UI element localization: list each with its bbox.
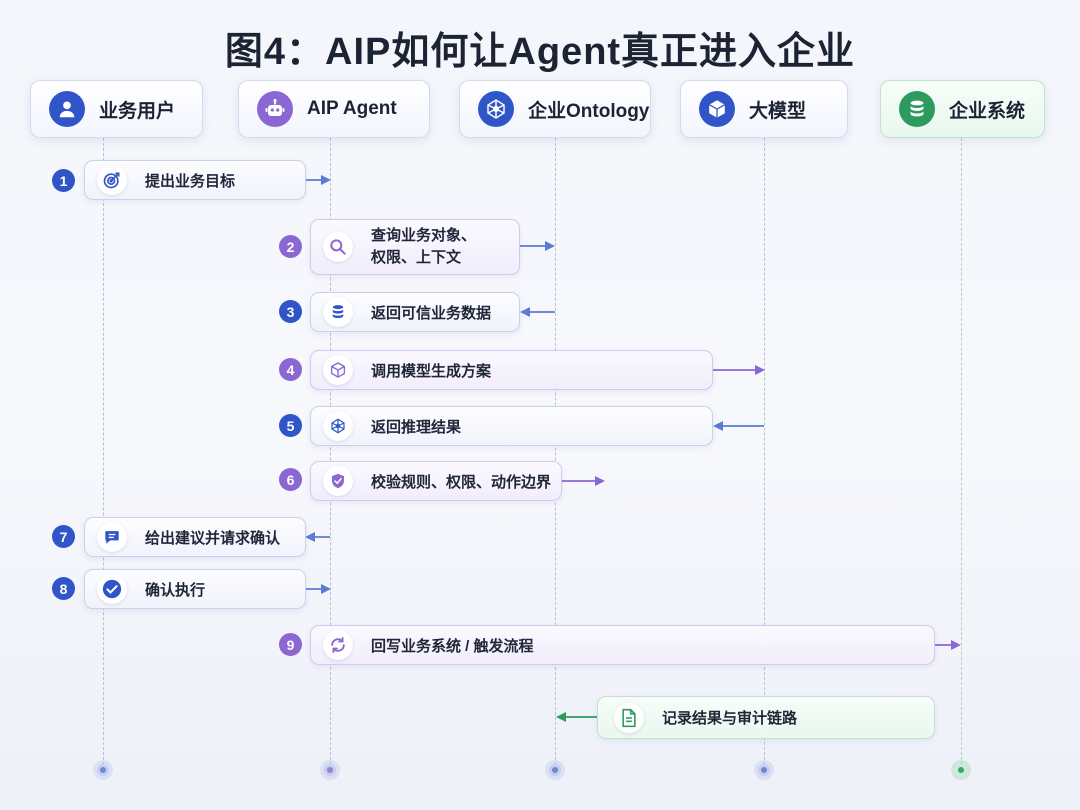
actor-label: AIP Agent xyxy=(307,98,397,119)
message-label-line-2: 权限、上下文 xyxy=(371,249,462,266)
check-circle-icon xyxy=(97,574,127,604)
shield-check-icon xyxy=(323,466,353,496)
lifeline-enterprise xyxy=(961,138,962,770)
actor-label: 大模型 xyxy=(749,100,807,122)
actor-enterprise-ontology: 企业Ontology xyxy=(459,80,651,138)
actor-enterprise-system: 企业系统 xyxy=(880,80,1045,138)
step-number: 7 xyxy=(52,525,75,548)
database-icon xyxy=(899,91,935,127)
step-number: 1 xyxy=(52,169,75,192)
step-number: 4 xyxy=(279,358,302,381)
database-icon xyxy=(323,297,353,327)
step-number: 5 xyxy=(279,414,302,437)
lifeline-end-dot xyxy=(955,764,967,776)
message-step-7: 给出建议并请求确认 xyxy=(84,517,306,557)
cube-icon xyxy=(699,91,735,127)
message-label: 回写业务系统 / 触发流程 xyxy=(371,637,534,655)
network-icon xyxy=(323,411,353,441)
message-step-4: 调用模型生成方案 xyxy=(310,350,713,390)
lifeline-end-dot xyxy=(324,764,336,776)
message-label: 确认执行 xyxy=(145,581,206,599)
refresh-icon xyxy=(323,630,353,660)
message-label: 查询业务对象、 权限、上下文 xyxy=(371,225,476,269)
actor-label: 企业Ontology xyxy=(528,100,650,122)
step-number: 9 xyxy=(279,633,302,656)
network-icon xyxy=(478,91,514,127)
lifeline-end-dot xyxy=(549,764,561,776)
lifeline-agent xyxy=(330,138,331,770)
step-number: 6 xyxy=(279,468,302,491)
message-label: 记录结果与审计链路 xyxy=(662,710,798,727)
lifeline-llm xyxy=(764,138,765,770)
message-step-9: 回写业务系统 / 触发流程 xyxy=(310,625,935,665)
actor-llm: 大模型 xyxy=(680,80,848,138)
message-step-1: 提出业务目标 xyxy=(84,160,306,200)
step-number: 8 xyxy=(52,577,75,600)
actor-business-user: 业务用户 xyxy=(30,80,203,138)
actor-label: 业务用户 xyxy=(99,100,176,122)
message-step-8: 确认执行 xyxy=(84,569,306,609)
actor-aip-agent: AIP Agent xyxy=(238,80,430,138)
robot-icon xyxy=(257,91,293,127)
actor-label: 企业系统 xyxy=(949,100,1026,122)
message-step-3: 返回可信业务数据 xyxy=(310,292,520,332)
message-label: 给出建议并请求确认 xyxy=(145,529,281,547)
lifeline-ontology xyxy=(555,138,556,770)
message-label: 调用模型生成方案 xyxy=(371,362,492,380)
user-icon xyxy=(49,91,85,127)
message-audit-log: 记录结果与审计链路 xyxy=(597,696,935,739)
lifeline-end-dot xyxy=(758,764,770,776)
lifeline-user xyxy=(103,138,104,770)
target-icon xyxy=(97,165,127,195)
message-label: 提出业务目标 xyxy=(145,172,236,190)
message-label: 返回推理结果 xyxy=(371,418,462,436)
step-number: 3 xyxy=(279,300,302,323)
message-step-2: 查询业务对象、 权限、上下文 xyxy=(310,219,520,275)
chat-icon xyxy=(97,522,127,552)
message-label: 返回可信业务数据 xyxy=(371,304,492,322)
search-icon xyxy=(323,232,353,262)
lifeline-end-dot xyxy=(97,764,109,776)
cube-icon xyxy=(323,355,353,385)
step-number: 2 xyxy=(279,235,302,258)
message-step-6: 校验规则、权限、动作边界 xyxy=(310,461,562,501)
document-icon xyxy=(614,702,644,733)
message-label: 校验规则、权限、动作边界 xyxy=(371,473,552,491)
message-step-5: 返回推理结果 xyxy=(310,406,713,446)
message-label-line-1: 查询业务对象、 xyxy=(371,227,477,244)
diagram-title: 图4：AIP如何让Agent真正进入企业 xyxy=(224,31,856,73)
